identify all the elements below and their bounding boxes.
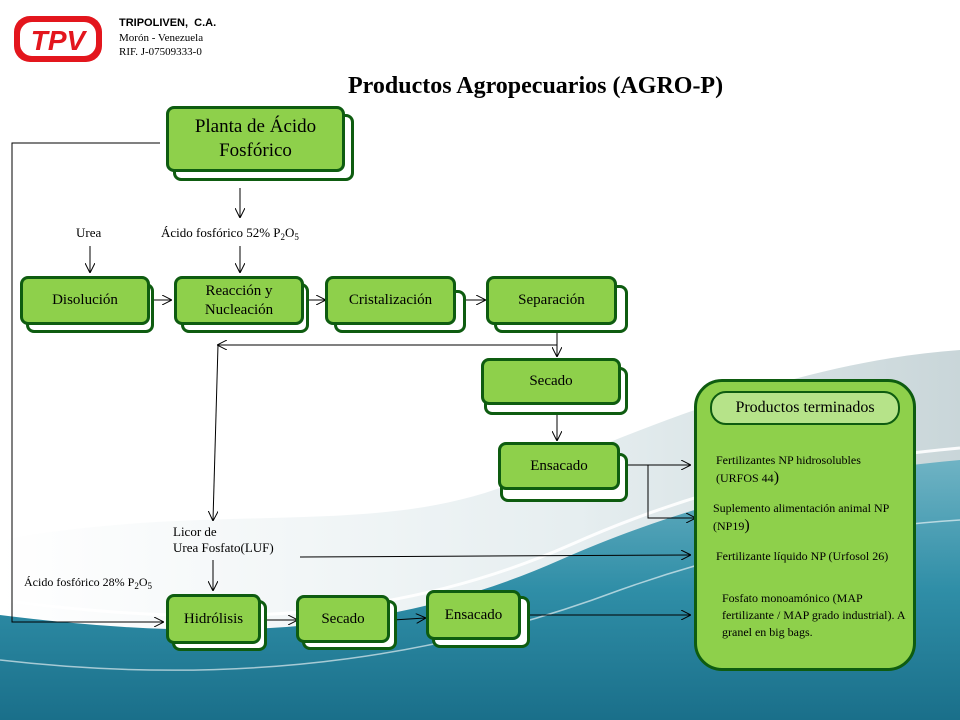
node-reaccion-nucleacion: Reacción y Nucleación [174,276,304,325]
node-label: Hidrólisis [183,610,244,627]
node-secado-bottom: Secado [296,595,390,643]
company-name: TRIPOLIVEN, C.A. [119,17,217,29]
node-hidrolisis: Hidrólisis [166,594,261,644]
product-item-np19: Suplemento alimentación animal NP (NP19) [713,501,889,534]
company-location: Morón - Venezuela [119,32,204,44]
node-label: Secado [321,610,365,627]
products-panel: Productos terminados Fertilizantes NP hi… [694,379,916,671]
company-rif: RIF. J-07509333-0 [119,46,202,58]
node-ensacado-top: Ensacado [498,442,620,490]
node-ensacado-bottom: Ensacado [426,590,521,640]
node-separacion: Separación [486,276,617,325]
node-label: Reacción y Nucleación [204,282,274,318]
node-label: Separación [518,292,585,308]
node-planta-acido-fosforico: Planta de Ácido Fosfórico [166,106,345,172]
label-acido-fosforico-52: Ácido fosfórico 52% P2O5 [161,225,299,242]
node-label: Disolución [52,292,118,308]
node-secado-top: Secado [481,358,621,405]
page-title: Productos Agropecuarios (AGRO-P) [348,73,724,99]
label-urea: Urea [76,225,102,240]
node-label: Secado [529,373,573,389]
tpv-logo: TPV [14,16,102,62]
node-label: Planta de Ácido Fosfórico [194,116,317,161]
label-acido-fosforico-28: Ácido fosfórico 28% P2O5 [24,575,152,591]
products-header: Productos terminados [710,391,900,425]
product-item-urfos44: Fertilizantes NP hidrosolubles (URFOS 44… [716,453,861,486]
label-luf-line1: Licor de [173,524,217,539]
node-label: Ensacado [530,457,588,474]
tpv-logo-text: TPV [31,25,88,56]
product-item-map: Fosfato monoamónico (MAP fertilizante / … [722,591,905,639]
node-label: Cristalización [348,292,433,308]
label-luf-line2: Urea Fosfato(LUF) [173,540,274,555]
node-disolucion: Disolución [20,276,150,325]
node-label: Ensacado [444,606,503,623]
products-header-label: Productos terminados [735,399,875,416]
node-cristalizacion: Cristalización [325,276,456,325]
label-licor-urea-fosfato: Licor de Urea Fosfato(LUF) [173,524,274,556]
product-item-urfosol26: Fertilizante líquido NP (Urfosol 26) [716,549,889,563]
